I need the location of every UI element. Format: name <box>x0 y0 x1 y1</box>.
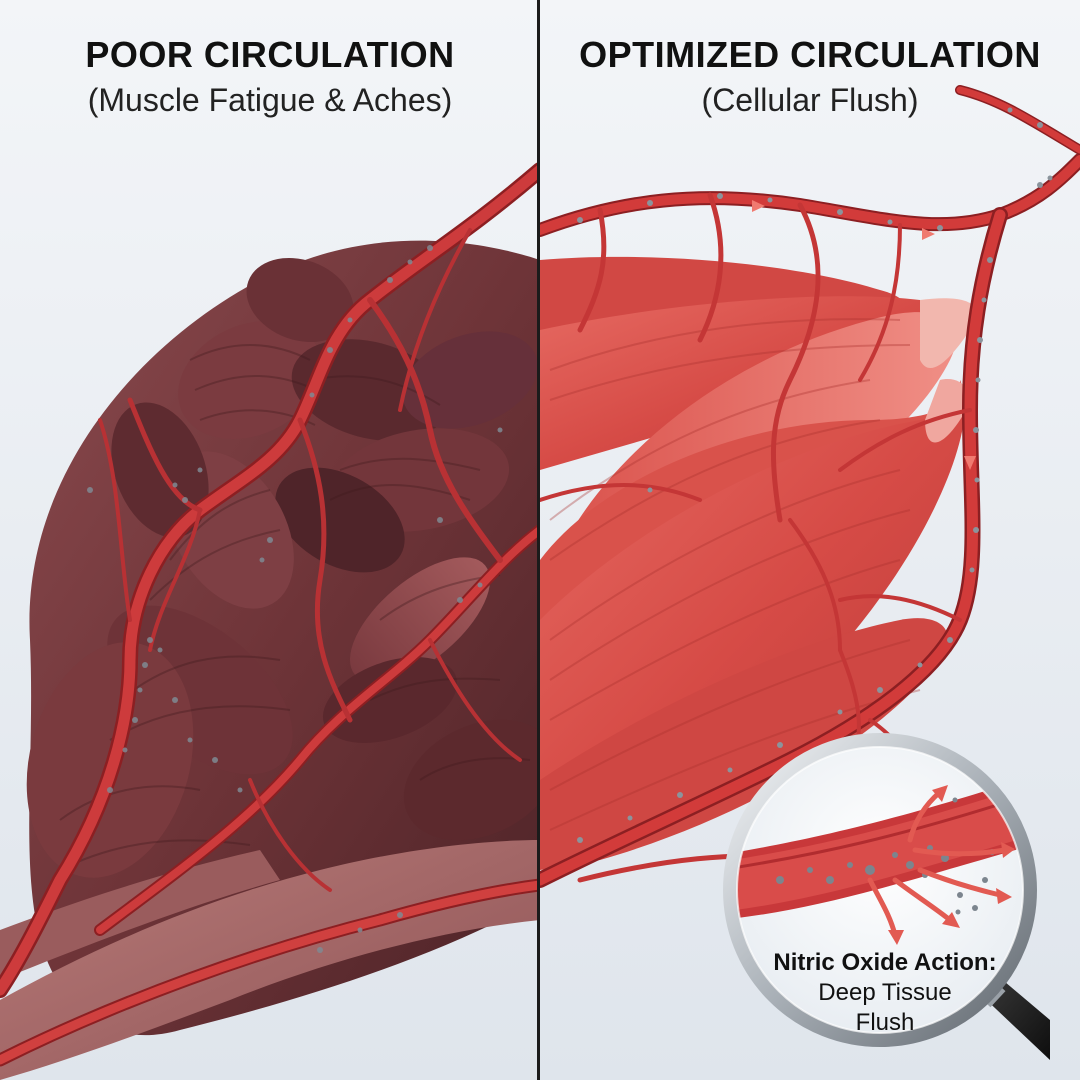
optimized-circulation-title: OPTIMIZED CIRCULATION <box>579 34 1041 75</box>
poor-circulation-illustration <box>0 0 540 1080</box>
magnifier-lens <box>723 733 1050 1060</box>
optimized-circulation-subtitle: (Cellular Flush) <box>701 82 919 118</box>
magnifier-caption: Nitric Oxide Action: Deep Tissue Flush <box>720 948 1050 1038</box>
poor-circulation-heading: POOR CIRCULATION (Muscle Fatigue & Aches… <box>0 34 540 120</box>
poor-circulation-subtitle: (Muscle Fatigue & Aches) <box>87 82 453 118</box>
magnifier-caption-line2: Deep Tissue <box>818 979 952 1006</box>
magnifier-caption-title: Nitric Oxide Action: <box>773 949 997 976</box>
poor-circulation-panel: POOR CIRCULATION (Muscle Fatigue & Aches… <box>0 0 540 1080</box>
magnifier-caption-line3: Flush <box>855 1009 915 1036</box>
panel-divider <box>537 0 540 1080</box>
optimized-circulation-heading: OPTIMIZED CIRCULATION (Cellular Flush) <box>540 34 1080 120</box>
nitric-oxide-magnifier: Nitric Oxide Action: Deep Tissue Flush <box>720 730 1050 1060</box>
poor-circulation-title: POOR CIRCULATION <box>85 34 455 75</box>
